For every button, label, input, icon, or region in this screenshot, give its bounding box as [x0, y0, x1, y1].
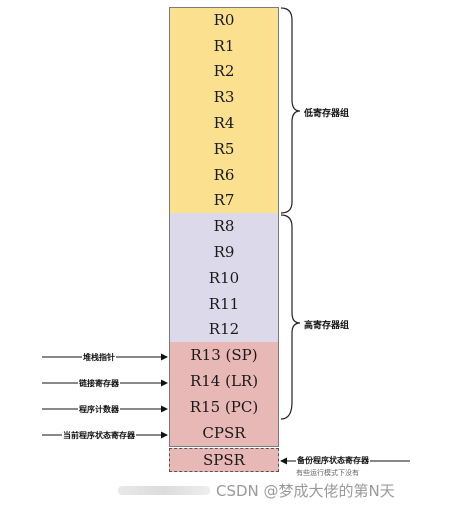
watermark: CSDN @梦成大佬的第N天 [216, 482, 395, 500]
low-group-brace [280, 7, 301, 214]
register-special-0: R13 (SP) [169, 342, 279, 370]
register-high-2: R10 [169, 265, 279, 292]
high-group-label: 高寄存器组 [304, 321, 350, 331]
register-low-1: R1 [169, 32, 279, 60]
high-group-brace [280, 214, 301, 420]
pc-label: 程序计数器 [78, 404, 120, 415]
register-low-4: R4 [169, 110, 279, 137]
register-low-6: R6 [169, 161, 279, 189]
register-high-1: R9 [169, 239, 279, 266]
register-high-3: R11 [169, 290, 279, 318]
register-spsr: SPSR [169, 447, 279, 473]
spsr-note: 有些运行模式下没有 [296, 469, 359, 477]
register-low-7: R7 [169, 187, 279, 215]
register-special-1: R14 (LR) [169, 368, 279, 395]
register-low-3: R3 [169, 84, 279, 112]
register-low-0: R0 [169, 7, 279, 34]
register-low-2: R2 [169, 58, 279, 86]
cpsr-label: 当前程序状态寄存器 [62, 430, 136, 441]
register-high-4: R12 [169, 316, 279, 344]
blurred-text [118, 486, 210, 495]
low-group-label: 低寄存器组 [304, 109, 350, 119]
register-high-0: R8 [169, 213, 279, 241]
register-low-5: R5 [169, 136, 279, 163]
spsr-label: 备份程序状态寄存器 [296, 455, 370, 466]
register-special-2: R15 (PC) [169, 394, 279, 421]
sp-label: 堆栈指针 [82, 352, 116, 363]
register-cpsr: CPSR [169, 419, 279, 447]
lr-label: 链接寄存器 [78, 378, 120, 389]
